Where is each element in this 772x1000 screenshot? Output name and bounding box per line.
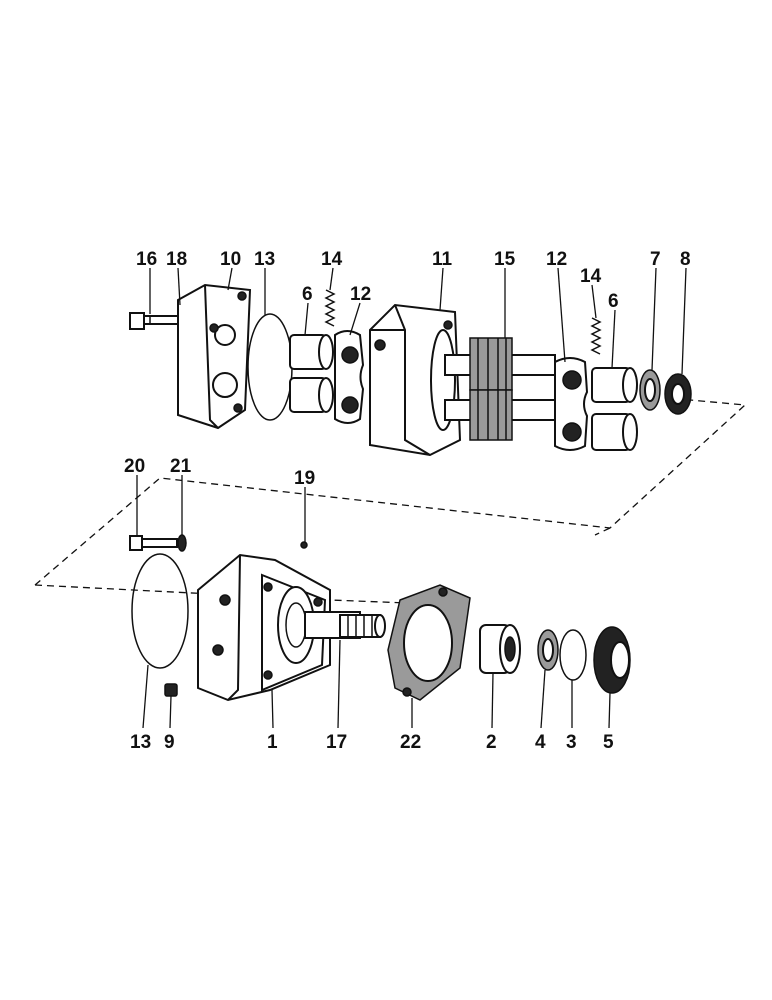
callout-2: 2 <box>486 732 497 753</box>
callout-11: 11 <box>432 249 453 270</box>
seal-7 <box>639 369 661 411</box>
callout-6-left: 6 <box>302 284 313 305</box>
callout-7: 7 <box>650 249 661 270</box>
o-ring-13-lower <box>131 553 189 669</box>
callout-14-left: 14 <box>321 249 343 270</box>
washer-21 <box>177 534 187 552</box>
washer-8 <box>664 373 692 415</box>
assembly-outline-dashed-right <box>594 527 611 536</box>
bushings-6-right <box>591 367 638 451</box>
spring-14-left <box>324 289 336 327</box>
callout-16: 16 <box>136 249 157 270</box>
plug-9 <box>164 683 178 697</box>
callout-9: 9 <box>164 732 175 753</box>
leader-lines <box>136 267 687 729</box>
gear-shafts-15 <box>444 337 556 441</box>
callout-18: 18 <box>166 249 187 270</box>
callout-15: 15 <box>494 249 516 270</box>
callout-22: 22 <box>400 732 421 753</box>
callout-12-left: 12 <box>350 284 371 305</box>
callout-19: 19 <box>294 468 315 489</box>
callout-20: 20 <box>124 456 145 477</box>
callout-17: 17 <box>326 732 347 753</box>
bearing-2 <box>479 624 521 674</box>
callout-3: 3 <box>566 732 577 753</box>
ring-4 <box>537 629 559 671</box>
wear-plate-12-left <box>334 330 365 424</box>
callout-8: 8 <box>680 249 691 270</box>
bushings-6-left <box>289 334 334 413</box>
flange-body-1 <box>197 553 331 702</box>
callout-14-right: 14 <box>580 266 602 287</box>
callout-13-lower: 13 <box>130 732 151 753</box>
shaft-17 <box>304 611 386 639</box>
pin-19 <box>300 541 308 549</box>
callout-6-right: 6 <box>608 291 619 312</box>
callout-4: 4 <box>535 732 546 753</box>
callout-1: 1 <box>267 732 278 753</box>
bolt-20 <box>129 535 178 551</box>
callout-12-right: 12 <box>546 249 567 270</box>
o-ring-13-upper <box>247 313 293 421</box>
snap-ring-3 <box>559 629 587 681</box>
end-cover-10 <box>177 283 252 430</box>
spring-14-right <box>590 317 602 355</box>
shaft-seal-5 <box>593 626 631 694</box>
callout-13-upper: 13 <box>254 249 275 270</box>
callout-5: 5 <box>603 732 614 753</box>
callout-10: 10 <box>220 249 241 270</box>
gasket-22 <box>387 584 471 701</box>
callout-21: 21 <box>170 456 192 477</box>
wear-plate-12-right <box>554 357 589 451</box>
gear-housing-11 <box>369 303 462 457</box>
